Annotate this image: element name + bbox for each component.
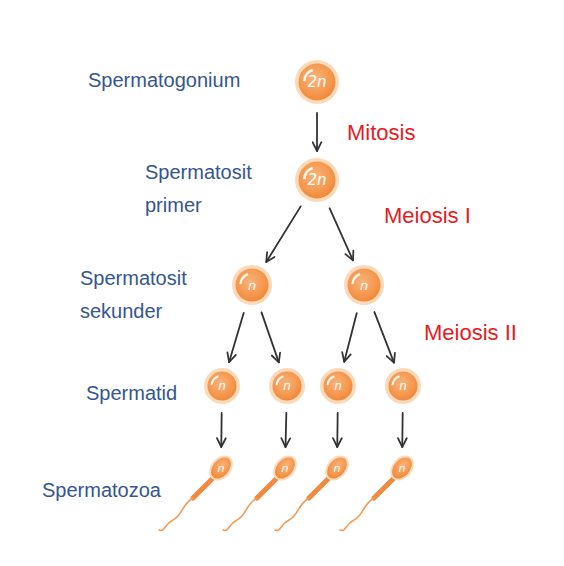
sperm-tail [340, 498, 374, 530]
cell-node: n [268, 367, 306, 405]
spermatozoon-node: n [207, 453, 235, 483]
sperm-head-body [323, 454, 351, 483]
cell-rim [295, 60, 339, 104]
arrow-connector [316, 113, 318, 151]
arrow-connector [220, 413, 222, 447]
sperm-head-body [271, 454, 299, 483]
cell-node: n [203, 367, 241, 405]
spermatozoon-node: n [323, 453, 351, 483]
ploidy-label: 2n [294, 157, 340, 203]
cell-rim [385, 368, 421, 404]
arrow-connector [374, 312, 394, 363]
arrow-connector [266, 206, 300, 262]
stage-label: Spermatozoa [42, 474, 161, 507]
cell-node: n [384, 367, 422, 405]
arrow-connector [330, 208, 353, 260]
arrow-connector [261, 312, 278, 362]
sperm-midpiece [309, 478, 329, 498]
ploidy-label: n [384, 367, 422, 405]
ploidy-label: n [323, 453, 351, 483]
arrow-connector [229, 313, 244, 362]
spermatozoon-node: n [271, 453, 299, 483]
ploidy-label: n [203, 367, 241, 405]
ploidy-label: n [271, 453, 299, 483]
cell-highlight [351, 273, 360, 284]
sperm-head-rim [204, 451, 237, 485]
sperm-tail [223, 498, 257, 530]
stage-label: Spermatosit sekunder [80, 262, 220, 328]
sperm-head-rim [320, 451, 353, 485]
spermatozoon-node: n [388, 453, 416, 483]
cell-node: n [343, 264, 385, 306]
sperm-head-rim [268, 451, 301, 485]
cell-rim [232, 265, 272, 305]
cell-node: n [319, 367, 357, 405]
cell-rim [320, 368, 356, 404]
sperm-midpiece [374, 478, 394, 498]
cell-node: 2n [294, 157, 340, 203]
ploidy-label: 2n [294, 59, 340, 105]
ploidy-label: n [268, 367, 306, 405]
ploidy-label: n [388, 453, 416, 483]
division-label: Mitosis [347, 120, 415, 146]
cell-rim [344, 265, 384, 305]
sperm-midpiece [193, 478, 213, 498]
cell-highlight [392, 375, 400, 385]
arrow-connector [336, 413, 338, 447]
sperm-midpiece [257, 478, 277, 498]
cell-highlight [211, 375, 219, 385]
cell-highlight [327, 375, 335, 385]
cell-node: n [231, 264, 273, 306]
division-label: Meiosis II [424, 320, 517, 346]
ploidy-label: n [207, 453, 235, 483]
ploidy-label: n [319, 367, 357, 405]
sperm-tail [159, 498, 193, 530]
ploidy-label: n [231, 264, 273, 306]
sperm-head-rim [385, 451, 418, 485]
arrow-connector [285, 413, 288, 447]
cell-node: 2n [294, 59, 340, 105]
cell-rim [269, 368, 305, 404]
division-label: Meiosis I [384, 203, 471, 229]
cell-rim [204, 368, 240, 404]
ploidy-label: n [343, 264, 385, 306]
cell-highlight [276, 375, 284, 385]
stage-label: Spermatid [86, 377, 177, 410]
cell-highlight [239, 273, 248, 284]
arrow-connector [401, 413, 403, 447]
sperm-head-body [207, 454, 235, 483]
cell-rim [295, 158, 339, 202]
sperm-head-body [388, 454, 416, 483]
arrow-connector [344, 313, 357, 362]
sperm-tail [275, 498, 309, 530]
stage-label: Spermatogonium [88, 64, 240, 97]
stage-label: Spermatosit primer [145, 156, 280, 222]
